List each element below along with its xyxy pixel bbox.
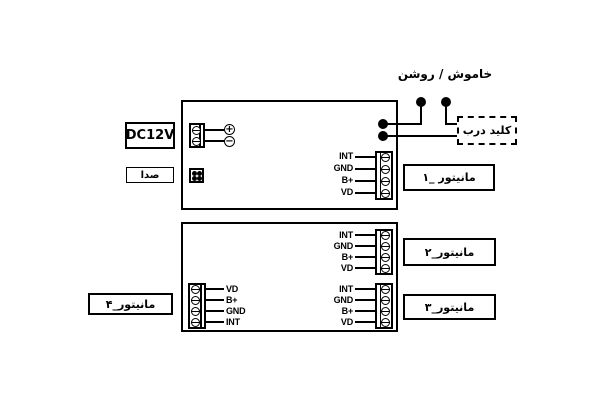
pin-label-int: INT	[226, 317, 240, 327]
monitor-1-label: مانيتور _۱	[422, 171, 476, 184]
pin-label-int: INT	[339, 151, 353, 161]
pin-label-vd: VD	[340, 187, 353, 197]
pin-label-gnd: GND	[333, 241, 354, 251]
screw-terminal-icon	[380, 242, 390, 251]
terminal-divider	[200, 285, 202, 327]
wire	[355, 180, 375, 182]
sound-label: صدا	[140, 169, 160, 181]
screw-terminal-icon	[380, 307, 390, 316]
wire	[355, 192, 375, 194]
wire	[355, 267, 375, 269]
monitor-3-label-box: مانيتور_۳	[403, 294, 496, 320]
screw-terminal-icon	[190, 307, 200, 316]
screw-terminal-icon	[380, 177, 390, 186]
minus-sign: −	[225, 135, 234, 147]
screw-terminal-icon	[380, 318, 390, 327]
sound-label-box: صدا	[126, 167, 174, 183]
screw-terminal-icon	[380, 264, 390, 273]
screw-terminal-icon	[190, 318, 200, 327]
terminal-divider	[379, 285, 381, 327]
screw-terminal-icon	[380, 296, 390, 305]
screw-terminal-icon	[380, 153, 390, 162]
pin-label-bplus: B+	[341, 175, 354, 185]
door-key-label: كليد درب	[462, 124, 512, 137]
terminal-block-4	[188, 283, 206, 329]
pin-label-gnd: GND	[333, 295, 354, 305]
monitor-4-label-box: مانيتور_۴	[88, 293, 173, 315]
pin-label-gnd: GND	[333, 163, 354, 173]
pin-label-bplus: B+	[341, 252, 354, 262]
wire	[355, 256, 375, 258]
wire	[355, 245, 375, 247]
screw-terminal-icon	[380, 165, 390, 174]
minus-terminal-icon: −	[224, 136, 235, 147]
wire	[445, 102, 447, 125]
dc12v-label: DC12V	[125, 128, 175, 143]
screw-terminal-icon	[192, 137, 201, 146]
screw-terminal-icon	[380, 189, 390, 198]
terminal-block-1	[375, 151, 393, 200]
plus-terminal-icon: +	[224, 124, 235, 135]
screw-terminal-icon	[380, 285, 390, 294]
terminal-block-3	[375, 283, 393, 329]
speaker-connector-icon	[189, 168, 204, 183]
wire	[445, 123, 458, 125]
monitor-3-label: مانيتور_۳	[424, 300, 475, 314]
pin-label-vd: VD	[226, 284, 239, 294]
wire	[355, 234, 375, 236]
pin-label-int: INT	[339, 284, 353, 294]
door-key-box: كليد درب	[457, 116, 517, 145]
monitor-4-label: مانيتور_۴	[105, 297, 156, 311]
wire	[383, 123, 422, 125]
wire	[355, 310, 375, 312]
pin-label-bplus: B+	[341, 306, 354, 316]
screw-terminal-icon	[192, 126, 201, 135]
screw-terminal-icon	[380, 231, 390, 240]
terminal-divider	[199, 125, 201, 146]
wire	[206, 321, 224, 323]
power-terminal-block	[189, 123, 205, 148]
dc12v-label-box: DC12V	[125, 122, 175, 149]
wire	[355, 156, 375, 158]
monitor-2-label: مانيتور_۲	[424, 245, 475, 259]
wire	[206, 299, 224, 301]
wire	[420, 102, 422, 125]
pin-label-vd: VD	[340, 317, 353, 327]
terminal-divider	[379, 153, 381, 198]
plus-sign: +	[225, 123, 234, 135]
wire	[383, 135, 458, 137]
wire	[206, 310, 224, 312]
wire	[206, 288, 224, 290]
intercom-unit-2-box	[181, 222, 398, 332]
screw-terminal-icon	[380, 253, 390, 262]
wire	[355, 288, 375, 290]
wire	[205, 129, 225, 131]
terminal-block-2	[375, 229, 393, 275]
wire	[355, 299, 375, 301]
wire	[355, 321, 375, 323]
pin-label-gnd: GND	[226, 306, 246, 316]
pin-label-vd: VD	[340, 263, 353, 273]
intercom-unit-1-box	[181, 100, 398, 210]
pin-label-int: INT	[339, 230, 353, 240]
monitor-1-label-box: مانيتور _۱	[403, 164, 495, 191]
terminal-divider	[379, 231, 381, 273]
pin-label-bplus: B+	[226, 295, 238, 305]
on-off-switch-label: خاموش / روشن	[397, 67, 493, 81]
wire	[355, 168, 375, 170]
monitor-2-label-box: مانيتور_۲	[403, 238, 496, 266]
wire	[205, 140, 225, 142]
screw-terminal-icon	[190, 296, 200, 305]
screw-terminal-icon	[190, 285, 200, 294]
